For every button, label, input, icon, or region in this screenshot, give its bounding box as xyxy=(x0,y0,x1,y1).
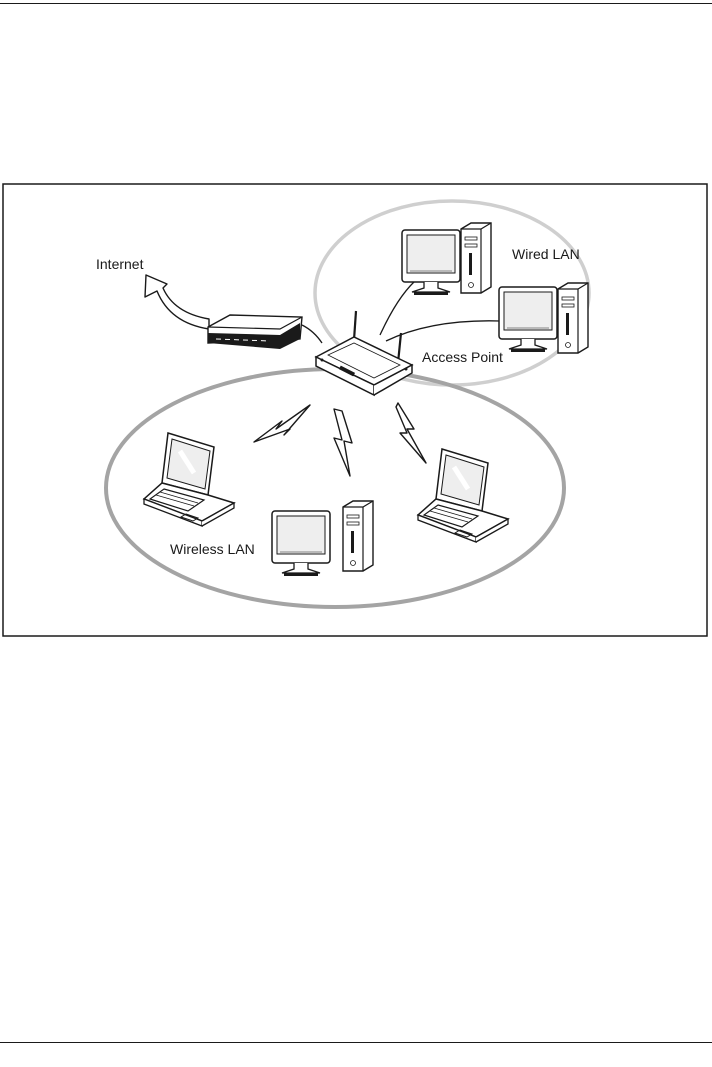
router-icon xyxy=(208,315,302,349)
network-diagram-figure: Internet Wired LAN Access Point Wireless… xyxy=(2,183,708,637)
network-diagram: Internet Wired LAN Access Point Wireless… xyxy=(2,183,708,637)
wired-lan-label: Wired LAN xyxy=(512,246,580,262)
header-rule xyxy=(0,3,712,4)
access-point-label: Access Point xyxy=(422,349,503,365)
wireless-lan-label: Wireless LAN xyxy=(170,541,255,557)
internet-label: Internet xyxy=(96,256,144,272)
footer-rule xyxy=(0,1042,712,1043)
